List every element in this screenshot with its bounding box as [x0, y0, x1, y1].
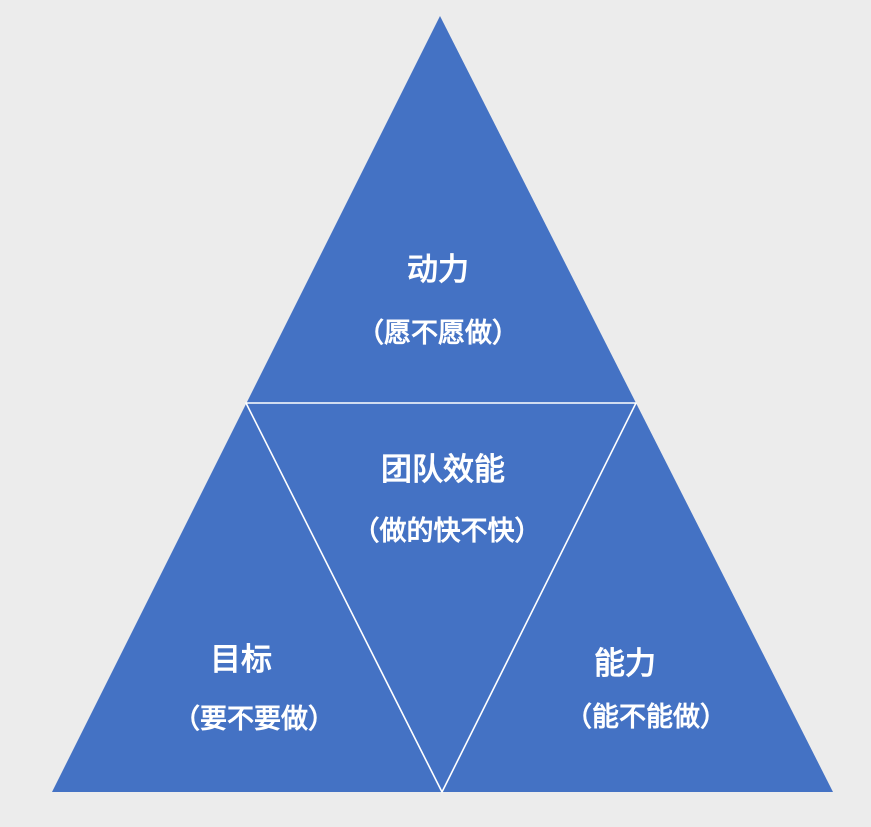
section-center-subtitle: （做的快不快）	[353, 515, 542, 547]
section-left-title: 目标	[210, 642, 272, 678]
section-center-title: 团队效能	[381, 452, 505, 488]
section-top-subtitle: （愿不愿做）	[357, 318, 519, 349]
pyramid-outer-triangle	[52, 16, 833, 792]
section-right-title: 能力	[594, 646, 656, 682]
section-top-title: 动力	[407, 252, 469, 288]
section-right-subtitle: （能不能做）	[565, 701, 727, 733]
pyramid-inner-divider	[245, 402, 637, 793]
section-left-subtitle: （要不要做）	[173, 704, 335, 735]
